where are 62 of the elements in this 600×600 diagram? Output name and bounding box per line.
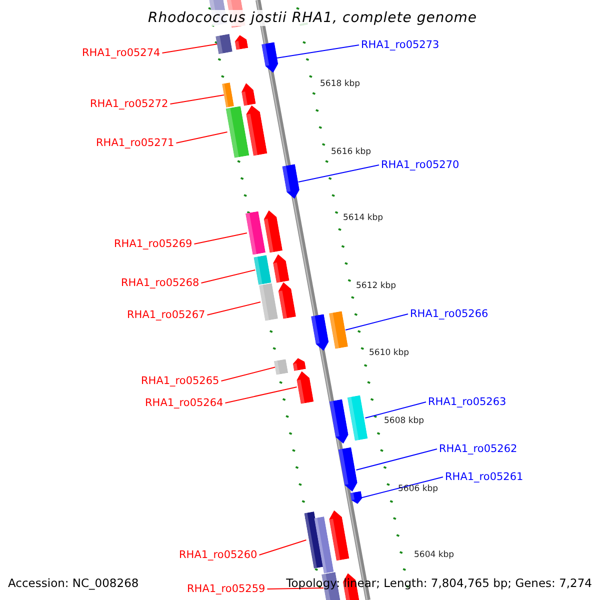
gene-block bbox=[276, 281, 296, 319]
gene-block bbox=[282, 164, 300, 200]
gene-label: RHA1_ro05271 bbox=[96, 137, 174, 149]
gene-block bbox=[292, 357, 306, 371]
scale-label: 5614 kbp bbox=[343, 213, 384, 223]
leader-line bbox=[276, 44, 360, 58]
gene-block bbox=[234, 34, 248, 50]
gene-block bbox=[262, 209, 282, 253]
gene-block bbox=[240, 82, 256, 106]
gene-block bbox=[244, 211, 266, 255]
gene-block bbox=[338, 447, 358, 493]
leader-line bbox=[220, 366, 276, 382]
gene-block bbox=[261, 42, 279, 74]
leader-line bbox=[206, 302, 261, 316]
leader-line bbox=[298, 164, 380, 182]
gene-label: RHA1_ro05262 bbox=[439, 443, 518, 455]
leader-line bbox=[162, 44, 218, 54]
gene-block bbox=[253, 255, 271, 285]
gene-block bbox=[222, 82, 234, 108]
gene-label: RHA1_ro05263 bbox=[428, 396, 506, 408]
gene-label: RHA1_ro05267 bbox=[127, 309, 206, 321]
scale-label: 5618 kbp bbox=[320, 79, 360, 89]
leader-line bbox=[356, 448, 438, 470]
gene-label: RHA1_ro05261 bbox=[445, 471, 524, 483]
scale-label: 5612 kbp bbox=[356, 281, 396, 291]
gene-block bbox=[328, 399, 350, 445]
gene-label: RHA1_ro05270 bbox=[381, 159, 460, 171]
gene-block bbox=[310, 314, 330, 352]
leader-line bbox=[364, 402, 426, 418]
gene-label: RHA1_ro05273 bbox=[361, 39, 440, 51]
leader-line bbox=[170, 94, 224, 104]
leader-line bbox=[345, 314, 408, 330]
leader-line bbox=[176, 132, 228, 144]
footer-text: Accession: NC_008268 bbox=[8, 576, 139, 590]
scale-label: 5610 kbp bbox=[369, 348, 410, 358]
gene-block bbox=[327, 509, 349, 561]
gene-label: RHA1_ro05272 bbox=[90, 98, 168, 110]
gene-label: RHA1_ro05266 bbox=[410, 308, 488, 320]
gene-label: RHA1_ro05264 bbox=[145, 397, 224, 409]
gene-label: RHA1_ro05259 bbox=[187, 583, 266, 595]
gene-block bbox=[225, 106, 249, 158]
gene-label: RHA1_ro05260 bbox=[179, 549, 258, 561]
leader-line bbox=[258, 540, 307, 556]
gene-block bbox=[258, 283, 278, 321]
leader-line bbox=[200, 270, 256, 284]
gene-block bbox=[271, 253, 289, 283]
gene-label: RHA1_ro05274 bbox=[82, 47, 160, 59]
gene-block bbox=[350, 491, 362, 505]
leader-line bbox=[194, 232, 248, 244]
scale-label: 5604 kbp bbox=[414, 550, 454, 560]
gene-label: RHA1_ro05265 bbox=[141, 375, 220, 387]
scale-label: 5608 kbp bbox=[384, 416, 424, 426]
gene-label: RHA1_ro05269 bbox=[114, 238, 192, 250]
gene-block bbox=[274, 359, 288, 375]
leader-line bbox=[360, 476, 444, 498]
gene-block bbox=[346, 395, 368, 441]
gene-block bbox=[328, 311, 348, 349]
gene-block bbox=[314, 516, 334, 574]
gene-label: RHA1_ro05268 bbox=[121, 277, 200, 289]
gene-block bbox=[216, 34, 232, 54]
scale-label: 5606 kbp bbox=[398, 484, 438, 494]
scale-label: 5616 kbp bbox=[331, 147, 372, 157]
